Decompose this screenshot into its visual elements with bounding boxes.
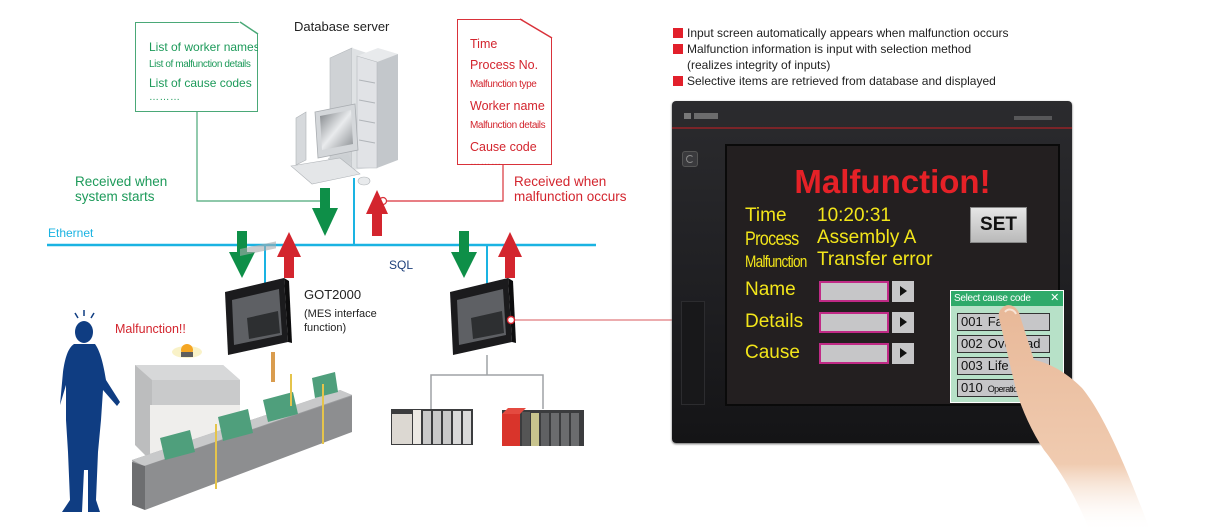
got2-connector-dot xyxy=(506,315,516,325)
panel-side-slot xyxy=(681,301,705,405)
popup-header: Select cause code ✕ xyxy=(951,291,1063,306)
note-item-malfunction-type: Malfunction type xyxy=(470,79,537,90)
received-start-line1: Received when xyxy=(75,174,168,189)
malfunction-value: Transfer error xyxy=(817,249,933,270)
panel-model-label xyxy=(1014,116,1052,120)
database-server-icon xyxy=(290,47,398,186)
mitsubishi-logo-icon xyxy=(684,113,718,119)
note-item-time: Time xyxy=(470,37,498,51)
mes-interface-line1: (MES interface xyxy=(304,308,377,320)
note-item-malfunction-details: Malfunction details xyxy=(470,120,546,131)
red-note-box: Time Process No. Malfunction type Worker… xyxy=(457,19,552,165)
note-item-ellipsis: ……… xyxy=(470,157,502,168)
cause-input[interactable] xyxy=(819,343,889,364)
green-note-fold xyxy=(240,21,259,35)
option-code: 002 xyxy=(961,336,983,351)
note-item-cause-codes: List of cause codes xyxy=(149,76,252,90)
bullet-text: Selective items are retrieved from datab… xyxy=(687,74,996,88)
green-note-connector xyxy=(196,112,324,202)
option-code: 010 xyxy=(961,380,983,395)
time-value: 10:20:31 xyxy=(817,205,891,226)
plc-rack-2-icon xyxy=(502,408,584,446)
panel-red-strip xyxy=(672,127,1072,129)
note-item-ellipsis: ……… xyxy=(149,92,181,103)
bullet-text: Input screen automatically appears when … xyxy=(687,26,1009,40)
red-note-connector xyxy=(384,165,504,202)
received-malfunction-label: Received when malfunction occurs xyxy=(514,174,627,204)
screen-title: Malfunction! xyxy=(794,163,991,200)
note-item-worker-name: Worker name xyxy=(470,98,545,113)
bullet-square-icon xyxy=(673,44,683,54)
got1-mount-pole xyxy=(271,352,275,382)
database-server-label: Database server xyxy=(294,19,390,34)
got2000-device-1-icon xyxy=(225,241,292,355)
power-knob-icon[interactable] xyxy=(682,151,698,167)
time-label: Time xyxy=(745,205,787,226)
bullet-item: Input screen automatically appears when … xyxy=(673,25,1009,41)
feature-bullet-list: Input screen automatically appears when … xyxy=(673,25,1009,89)
malfunction-alert-label: Malfunction!! xyxy=(115,322,186,336)
set-button[interactable]: SET xyxy=(970,207,1027,243)
sql-label: SQL xyxy=(389,258,414,272)
details-label: Details xyxy=(745,311,804,332)
mes-interface-label: (MES interface function) xyxy=(304,307,377,335)
green-down-arrow-got2 xyxy=(451,231,477,278)
red-up-arrow-got1 xyxy=(277,232,301,278)
option-text: Life xyxy=(987,358,1009,373)
note-item-malfunction-details: List of malfunction details xyxy=(149,59,251,70)
bullet-item: Selective items are retrieved from datab… xyxy=(673,73,1009,89)
cause-dropdown-arrow-icon[interactable] xyxy=(892,343,914,364)
details-dropdown-arrow-icon[interactable] xyxy=(892,312,914,333)
received-malfunction-line1: Received when xyxy=(514,174,607,189)
process-label: Process xyxy=(745,229,799,250)
name-label: Name xyxy=(745,279,796,300)
note-item-worker-names: List of worker names xyxy=(149,40,260,54)
note-item-cause-code: Cause code xyxy=(470,139,537,154)
plc-rack-1-icon xyxy=(391,409,473,445)
close-icon[interactable]: ✕ xyxy=(1050,292,1059,304)
red-up-arrow-got2 xyxy=(498,232,522,278)
details-input[interactable] xyxy=(819,312,889,333)
name-dropdown-arrow-icon[interactable] xyxy=(892,281,914,302)
green-down-arrow-db xyxy=(312,188,338,236)
plc-branch-line xyxy=(430,374,544,409)
green-down-arrow-got1 xyxy=(229,231,255,278)
green-note-box: List of worker names List of malfunction… xyxy=(135,22,258,112)
received-malfunction-line2: malfunction occurs xyxy=(514,189,627,204)
bullet-text-continued: (realizes integrity of inputs) xyxy=(687,58,831,72)
red-note-fold xyxy=(520,18,553,39)
process-value: Assembly A xyxy=(817,227,917,248)
option-code: 001 xyxy=(961,314,983,329)
production-line-machine-icon xyxy=(132,344,352,510)
popup-title: Select cause code xyxy=(954,293,1031,304)
name-input[interactable] xyxy=(819,281,889,302)
option-code: 003 xyxy=(961,358,983,373)
pointing-finger-icon xyxy=(998,305,1150,532)
received-start-line2: system starts xyxy=(75,189,155,204)
got2000-device-2-icon xyxy=(450,278,516,355)
bullet-square-icon xyxy=(673,76,683,86)
got2000-label: GOT2000 xyxy=(304,287,362,302)
malfunction-label: Malfunction xyxy=(745,252,807,271)
note-item-process-no: Process No. xyxy=(470,57,539,72)
bullet-square-icon xyxy=(673,28,683,38)
ethernet-label: Ethernet xyxy=(48,226,94,240)
cause-label: Cause xyxy=(745,342,800,363)
red-up-arrow-db xyxy=(366,190,388,236)
received-start-label: Received when system starts xyxy=(75,174,167,204)
bullet-text: Malfunction information is input with se… xyxy=(687,42,972,56)
worker-silhouette-icon xyxy=(60,310,120,512)
bullet-item: Malfunction information is input with se… xyxy=(673,41,1009,73)
mes-interface-line2: function) xyxy=(304,322,347,334)
